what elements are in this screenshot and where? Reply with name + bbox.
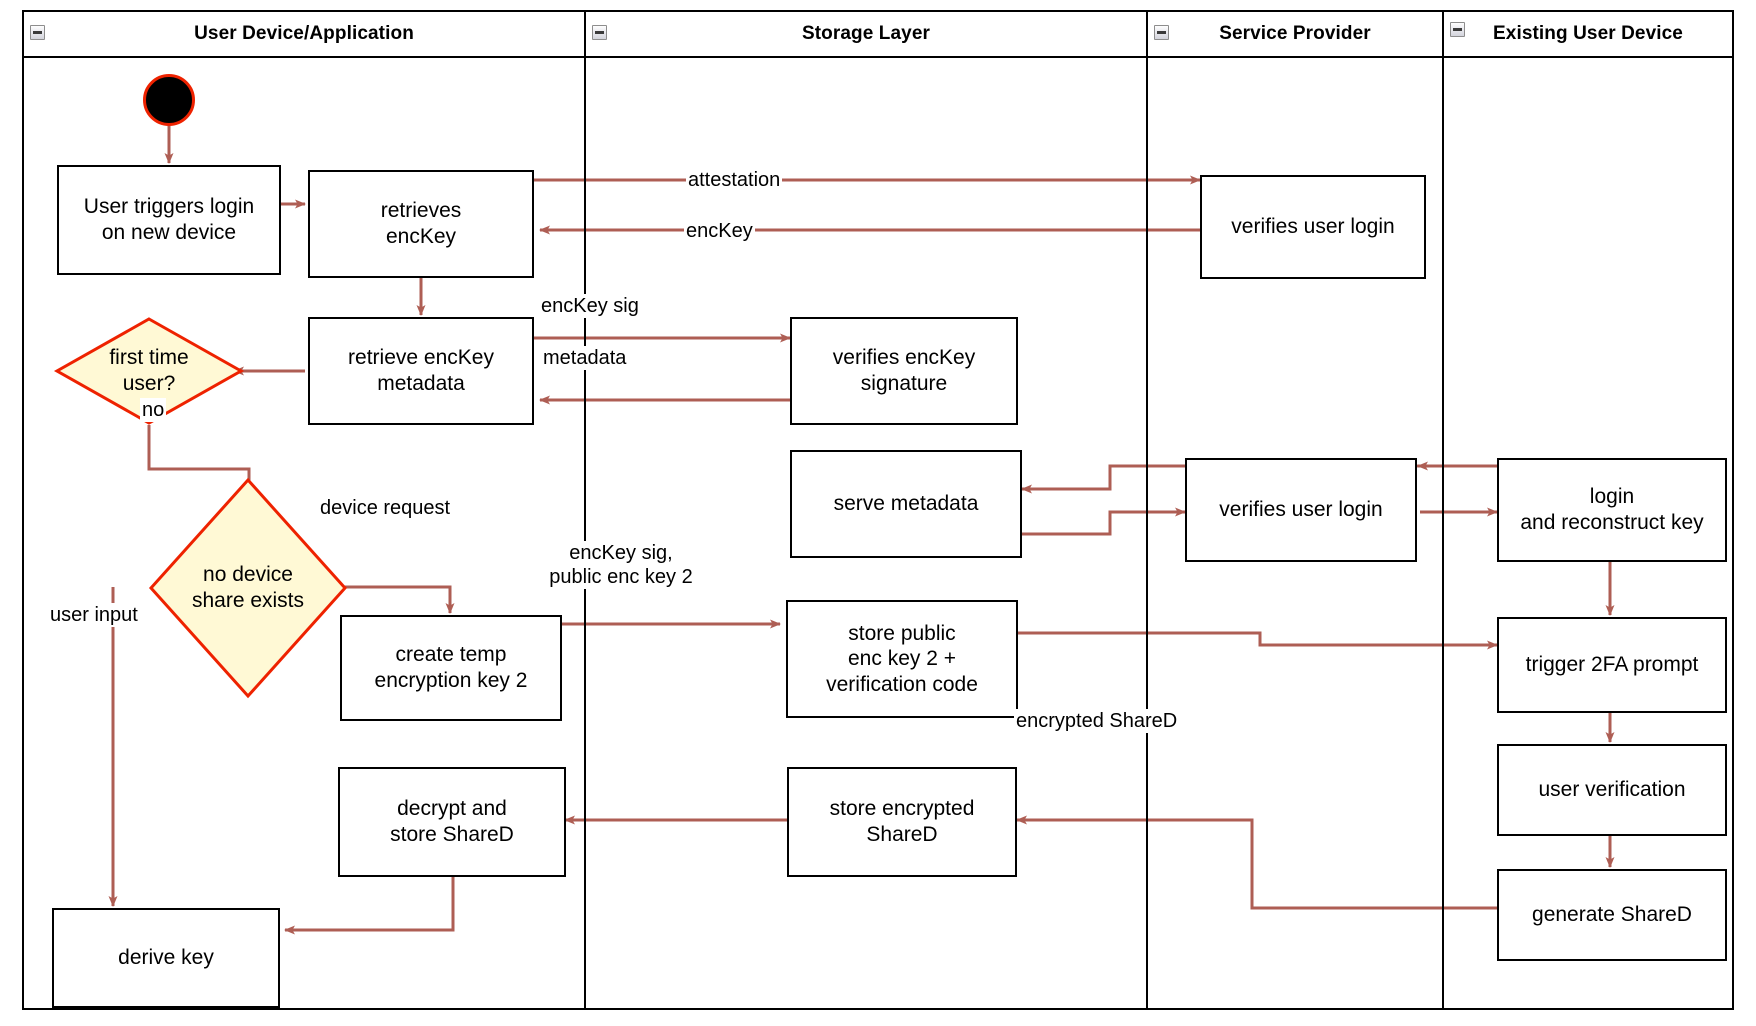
node-label: store encrypted ShareD xyxy=(829,797,975,846)
minus-icon-service-provider[interactable] xyxy=(1154,25,1169,40)
edge-device-request xyxy=(333,585,455,614)
node-label: User triggers login on new device xyxy=(83,195,255,244)
edge-encrypted-shared-arrow xyxy=(1016,815,1497,910)
edge-label-device-request: device request xyxy=(318,496,453,520)
node-serve-metadata[interactable]: serve metadata xyxy=(790,450,1022,558)
minus-icon-storage[interactable] xyxy=(592,25,607,40)
node-trigger-2fa-prompt[interactable]: trigger 2FA prompt xyxy=(1497,617,1727,713)
node-label: retrieve encKey metadata xyxy=(348,346,494,395)
node-verifies-user-login-mid[interactable]: verifies user login xyxy=(1185,458,1417,562)
node-retrieve-enckey-metadata[interactable]: retrieve encKey metadata xyxy=(308,317,534,425)
edge-label-user-input: user input xyxy=(48,603,140,627)
node-label: create temp encryption key 2 xyxy=(374,643,528,692)
edge-label-encrypted-shared: encrypted ShareD xyxy=(1014,709,1180,733)
node-retrieves-enckey[interactable]: retrieves encKey xyxy=(308,170,534,278)
node-verifies-enckey-signature[interactable]: verifies encKey signature xyxy=(790,317,1018,425)
edge-label-enckey: encKey xyxy=(684,219,755,243)
lane-title-user-device: User Device/Application xyxy=(194,23,414,44)
node-user-verification[interactable]: user verification xyxy=(1497,744,1727,836)
minus-icon-existing-device[interactable] xyxy=(1450,22,1465,37)
edge-label-metadata: metadata xyxy=(541,346,629,370)
node-verifies-user-login-top[interactable]: verifies user login xyxy=(1200,175,1426,279)
node-label: derive key xyxy=(118,946,214,970)
node-label: verifies user login xyxy=(1219,498,1383,522)
edge-label-enckey-sig: encKey sig xyxy=(539,294,641,318)
edge-store-public-key-to-trigger-2fa xyxy=(1018,631,1498,650)
node-label: login and reconstruct key xyxy=(1520,485,1704,534)
node-label: store public enc key 2 + verification co… xyxy=(826,621,978,696)
lane-body-storage xyxy=(586,58,1148,1008)
node-decrypt-and-store-shared[interactable]: decrypt and store ShareD xyxy=(338,767,566,877)
node-login-and-reconstruct-key[interactable]: login and reconstruct key xyxy=(1497,458,1727,562)
lane-title-storage: Storage Layer xyxy=(801,23,931,44)
node-user-triggers-login[interactable]: User triggers login on new device xyxy=(57,165,281,275)
node-label: generate ShareD xyxy=(1532,903,1692,927)
lane-title-existing-device: Existing User Device xyxy=(1493,23,1683,44)
minus-icon-user-device[interactable] xyxy=(30,25,45,40)
edge-decrypt-to-derive-key xyxy=(284,877,455,935)
swimlane-frame xyxy=(22,10,1734,1010)
node-derive-key[interactable]: derive key xyxy=(52,908,280,1008)
node-label: verifies encKey signature xyxy=(832,346,976,395)
edge-label-enckey-sig-public-enc-key-2: encKey sig, public enc key 2 xyxy=(524,541,718,589)
node-label: retrieves encKey xyxy=(380,199,462,248)
lane-body-service-provider xyxy=(1148,58,1444,1008)
node-create-temp-encryption-key-2[interactable]: create temp encryption key 2 xyxy=(340,615,562,721)
lane-header-existing-device[interactable]: Existing User Device xyxy=(1444,12,1732,58)
edge-label-no: no xyxy=(140,398,167,422)
lane-header-service-provider[interactable]: Service Provider xyxy=(1148,12,1444,58)
start-node xyxy=(143,74,195,126)
node-label: decrypt and store ShareD xyxy=(390,797,514,846)
node-label: user verification xyxy=(1538,778,1686,802)
lane-header-storage[interactable]: Storage Layer xyxy=(586,12,1148,58)
edge-label-attestation: attestation xyxy=(686,168,783,192)
node-label: verifies user login xyxy=(1231,215,1395,239)
lane-header-user-device[interactable]: User Device/Application xyxy=(24,12,586,58)
node-label: serve metadata xyxy=(833,492,979,516)
node-store-encrypted-shared[interactable]: store encrypted ShareD xyxy=(787,767,1017,877)
lane-body-user-device xyxy=(24,58,586,1008)
node-generate-shared[interactable]: generate ShareD xyxy=(1497,869,1727,961)
lane-title-service-provider: Service Provider xyxy=(1219,23,1371,44)
node-store-public-enc-key-2[interactable]: store public enc key 2 + verification co… xyxy=(786,600,1018,718)
node-label: trigger 2FA prompt xyxy=(1525,653,1699,677)
